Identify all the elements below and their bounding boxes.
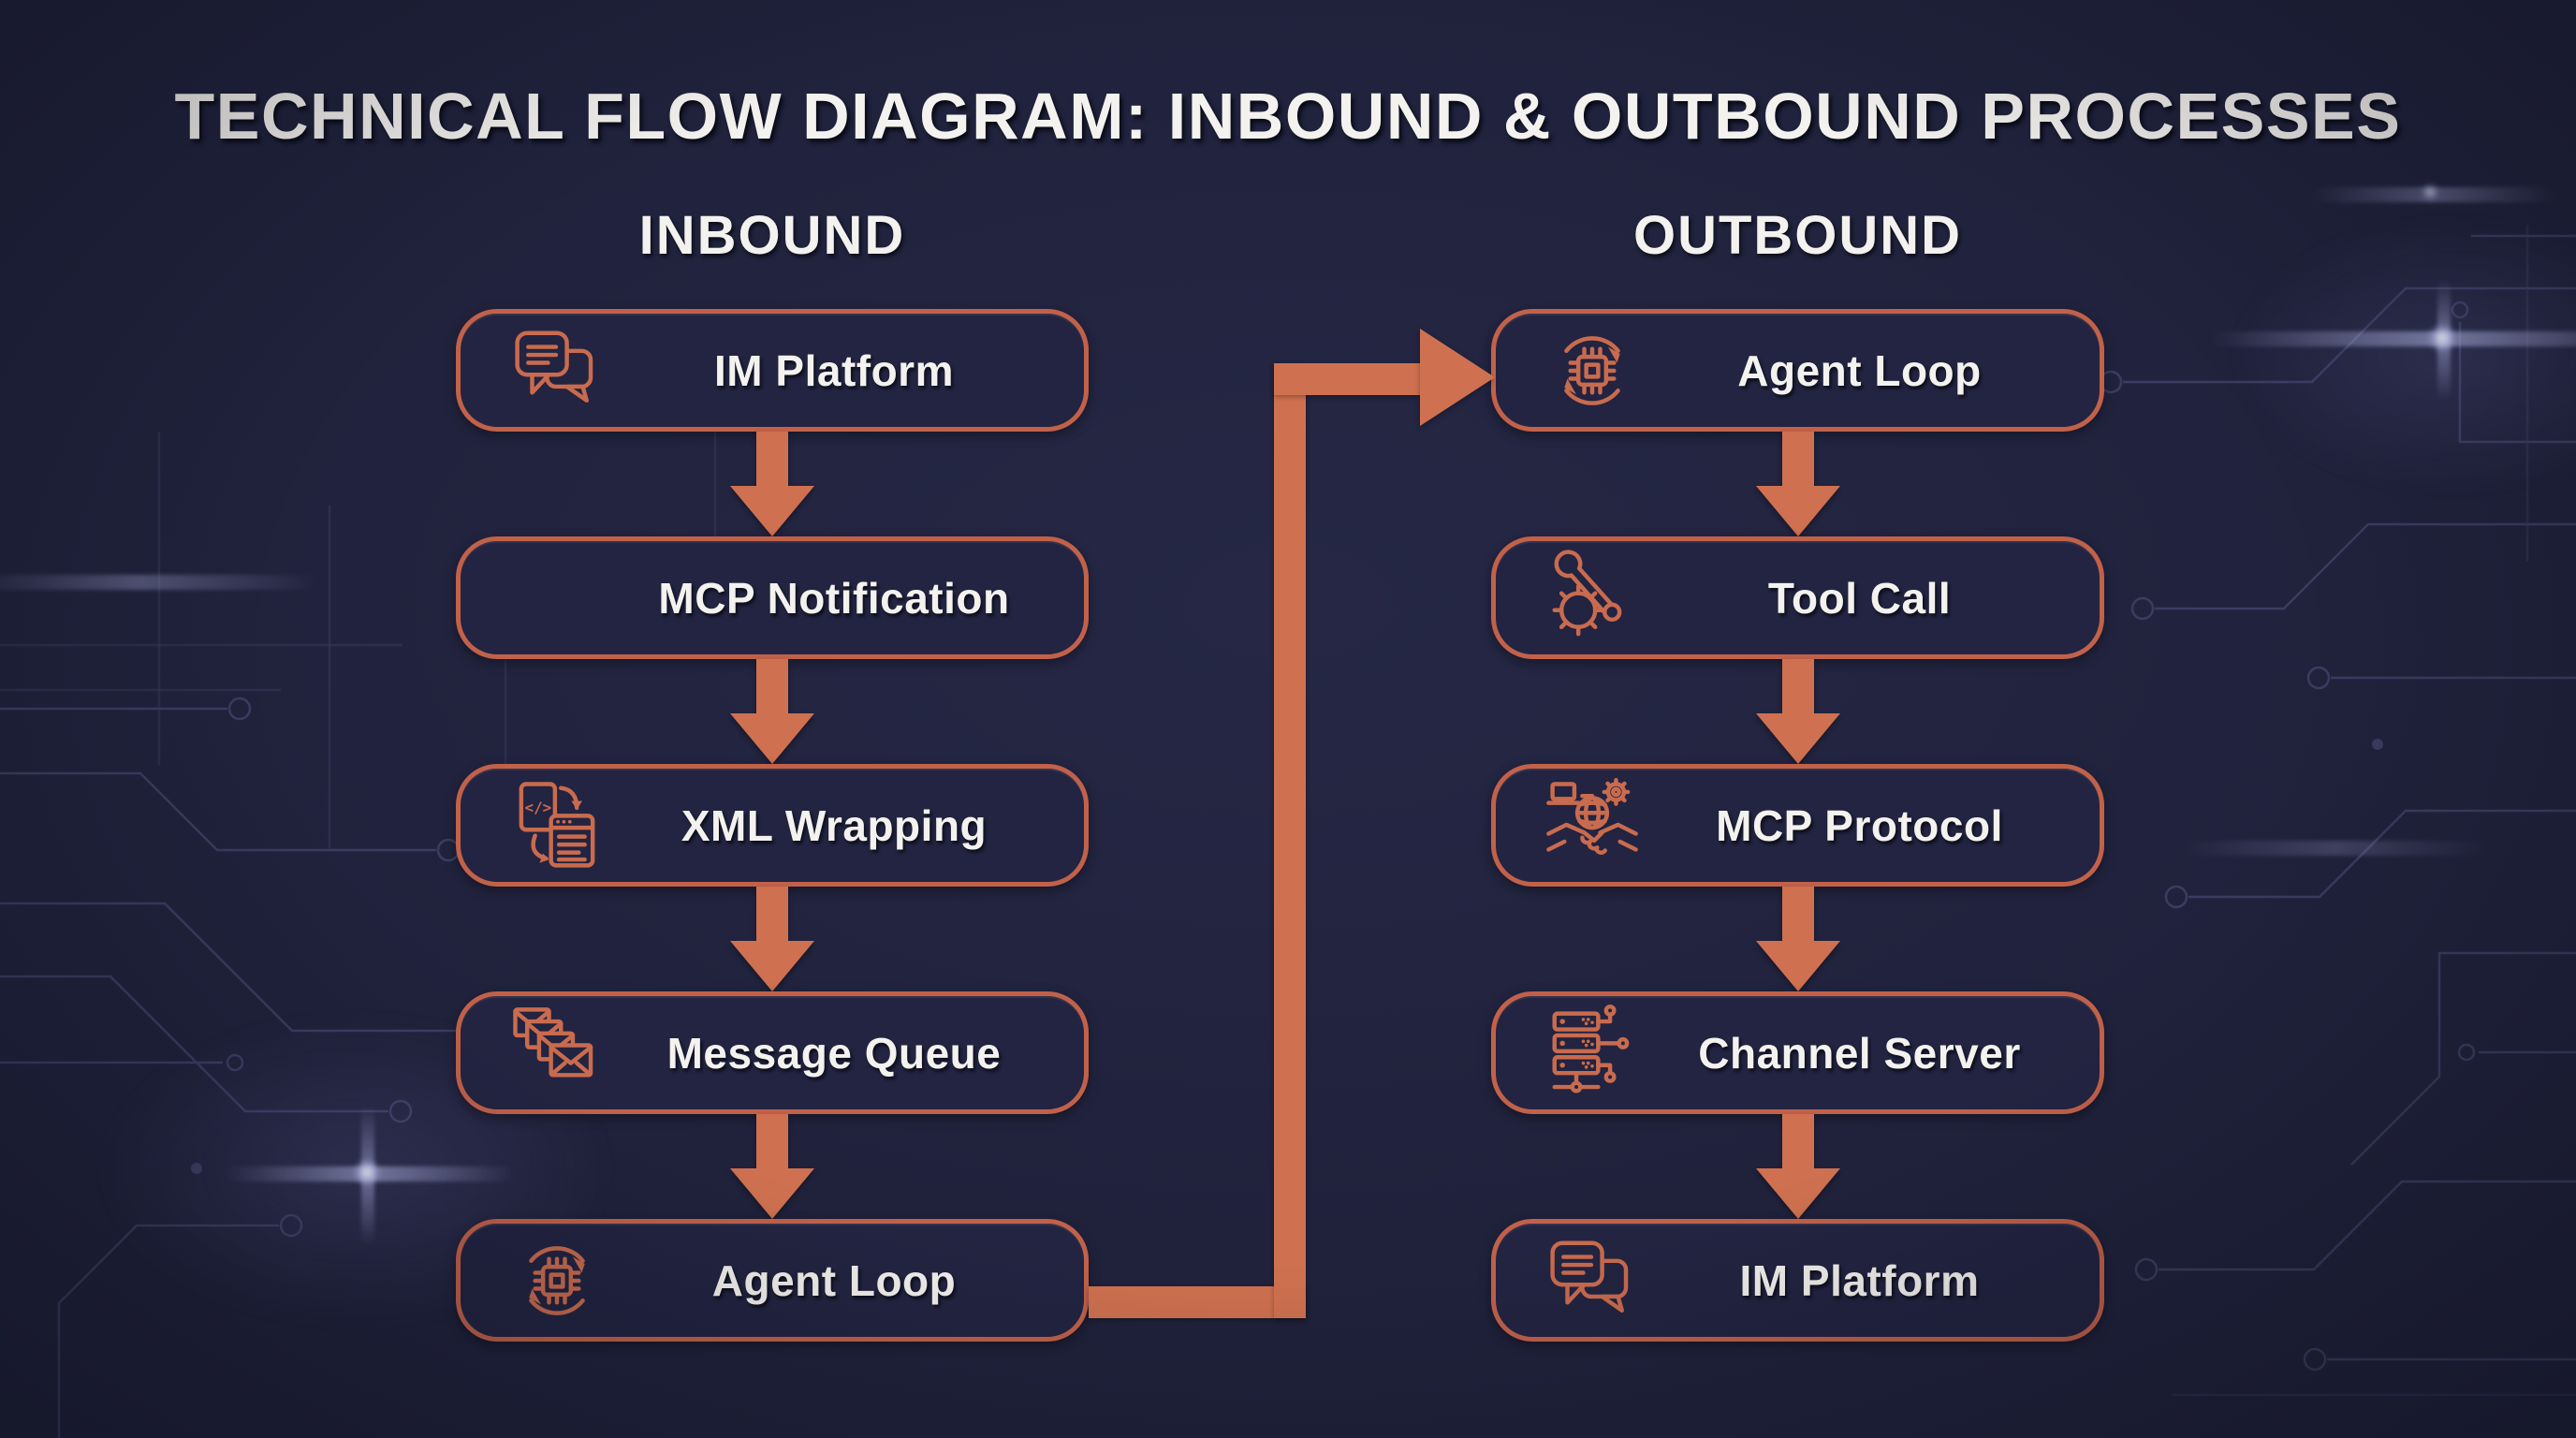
node-label: MCP Notification — [658, 573, 1010, 623]
node-outbound-agent-loop: Agent Loop — [1491, 309, 2104, 432]
node-outbound-mcp-protocol: MCP Protocol — [1491, 764, 2104, 887]
node-label: Message Queue — [666, 1028, 1002, 1078]
node-label: IM Platform — [714, 345, 954, 395]
chat-bubbles-icon — [507, 321, 607, 420]
connector-segment-vertical — [1274, 363, 1306, 1318]
node-outbound-channel-server: Channel Server — [1491, 991, 2104, 1114]
xml-documents-icon: </> — [507, 776, 607, 875]
connector-segment-bottom — [1089, 1286, 1306, 1318]
node-label: Agent Loop — [1737, 345, 1982, 395]
svg-text:</>: </> — [525, 799, 552, 816]
node-outbound-im-platform: IM Platform — [1491, 1219, 2104, 1342]
node-label: Tool Call — [1767, 573, 1952, 623]
node-inbound-im-platform: IM Platform — [456, 309, 1089, 432]
inbound-column-header: INBOUND — [638, 205, 906, 266]
down-arrow-icon — [456, 659, 1089, 764]
down-arrow-icon — [456, 432, 1089, 536]
chat-bubbles-icon — [1543, 1231, 1642, 1330]
diagram-title: TECHNICAL FLOW DIAGRAM: INBOUND & OUTBOU… — [174, 80, 2402, 153]
envelope-stack-icon — [507, 1004, 607, 1103]
down-arrow-icon — [456, 887, 1089, 991]
node-label: MCP Protocol — [1716, 800, 2003, 850]
connector-segment-top — [1274, 363, 1420, 395]
handshake-globe-icon — [1543, 776, 1642, 875]
node-label: Channel Server — [1698, 1028, 2021, 1078]
down-arrow-icon — [1491, 432, 2104, 536]
node-inbound-xml-wrapping: </> XML Wrapping — [456, 764, 1089, 887]
down-arrow-icon — [456, 1114, 1089, 1219]
node-inbound-agent-loop: Agent Loop — [456, 1219, 1089, 1342]
node-outbound-tool-call: Tool Call — [1491, 536, 2104, 659]
outbound-column-header: OUTBOUND — [1632, 205, 1963, 266]
node-inbound-mcp-notification: MCP Notification — [456, 536, 1089, 659]
node-label: IM Platform — [1739, 1255, 1980, 1305]
wrench-gear-icon — [1543, 549, 1642, 648]
down-arrow-icon — [1491, 659, 2104, 764]
server-network-icon — [1543, 1004, 1642, 1103]
chip-loop-icon — [1543, 321, 1642, 420]
node-inbound-message-queue: Message Queue — [456, 991, 1089, 1114]
node-label: Agent Loop — [711, 1255, 957, 1305]
connector-arrowhead-icon — [1420, 329, 1495, 426]
down-arrow-icon — [1491, 1114, 2104, 1219]
node-label: XML Wrapping — [681, 800, 988, 850]
chip-loop-icon — [507, 1231, 607, 1330]
down-arrow-icon — [1491, 887, 2104, 991]
